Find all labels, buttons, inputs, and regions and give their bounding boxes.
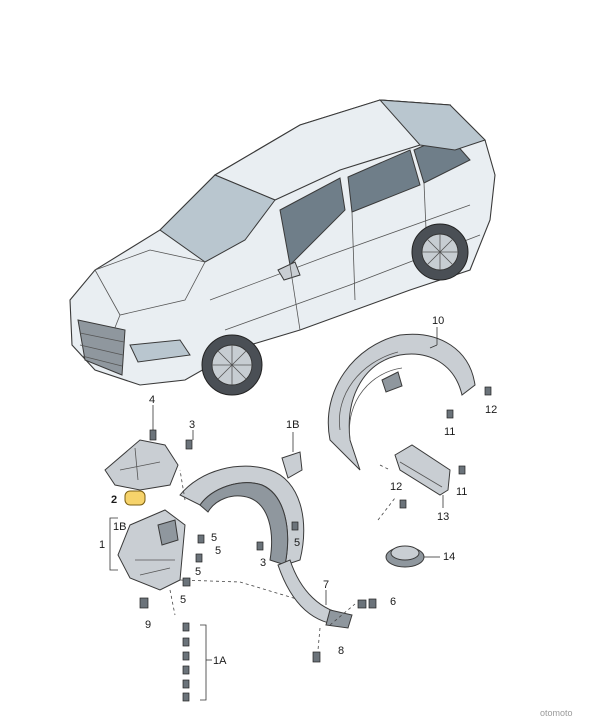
label-4: 4 bbox=[149, 394, 155, 406]
clip-part-1B bbox=[281, 432, 303, 479]
grommet-part-14 bbox=[385, 545, 440, 568]
label-5-e: 5 bbox=[180, 594, 186, 606]
bracket-part-4 bbox=[104, 405, 194, 491]
label-5-b: 5 bbox=[215, 545, 221, 557]
label-1: 1 bbox=[99, 539, 105, 551]
label-5-c: 5 bbox=[294, 537, 300, 549]
watermark: otomoto bbox=[540, 708, 573, 718]
label-3-top: 3 bbox=[189, 419, 195, 431]
label-12-b: 12 bbox=[390, 481, 402, 493]
label-11-b: 11 bbox=[456, 486, 467, 498]
label-14: 14 bbox=[443, 551, 455, 563]
bracket-part-13 bbox=[377, 444, 451, 521]
label-3-bottom: 3 bbox=[260, 557, 266, 569]
car-illustration bbox=[69, 99, 496, 396]
label-12-a: 12 bbox=[485, 404, 497, 416]
part-labels: 10 12 11 11 12 13 14 4 3 1B 2 1B 1 5 5 5… bbox=[99, 315, 497, 667]
rear-wheel-liner bbox=[327, 327, 476, 471]
strip-part-7 bbox=[277, 559, 353, 629]
label-6: 6 bbox=[390, 596, 396, 608]
label-1B-left: 1B bbox=[113, 521, 126, 533]
fasteners bbox=[139, 386, 492, 702]
label-8: 8 bbox=[338, 645, 344, 657]
label-10: 10 bbox=[432, 315, 444, 327]
label-1B-right: 1B bbox=[286, 419, 299, 431]
highlighted-part-2[interactable] bbox=[124, 490, 146, 506]
label-11-a: 11 bbox=[444, 426, 455, 438]
label-5-a: 5 bbox=[211, 532, 217, 544]
front-wheel-liner bbox=[109, 465, 305, 616]
label-2: 2 bbox=[111, 494, 117, 506]
label-1A: 1A bbox=[213, 655, 227, 667]
label-13: 13 bbox=[437, 511, 449, 523]
label-9: 9 bbox=[145, 619, 151, 631]
label-7: 7 bbox=[323, 579, 329, 591]
label-5-d: 5 bbox=[195, 566, 201, 578]
